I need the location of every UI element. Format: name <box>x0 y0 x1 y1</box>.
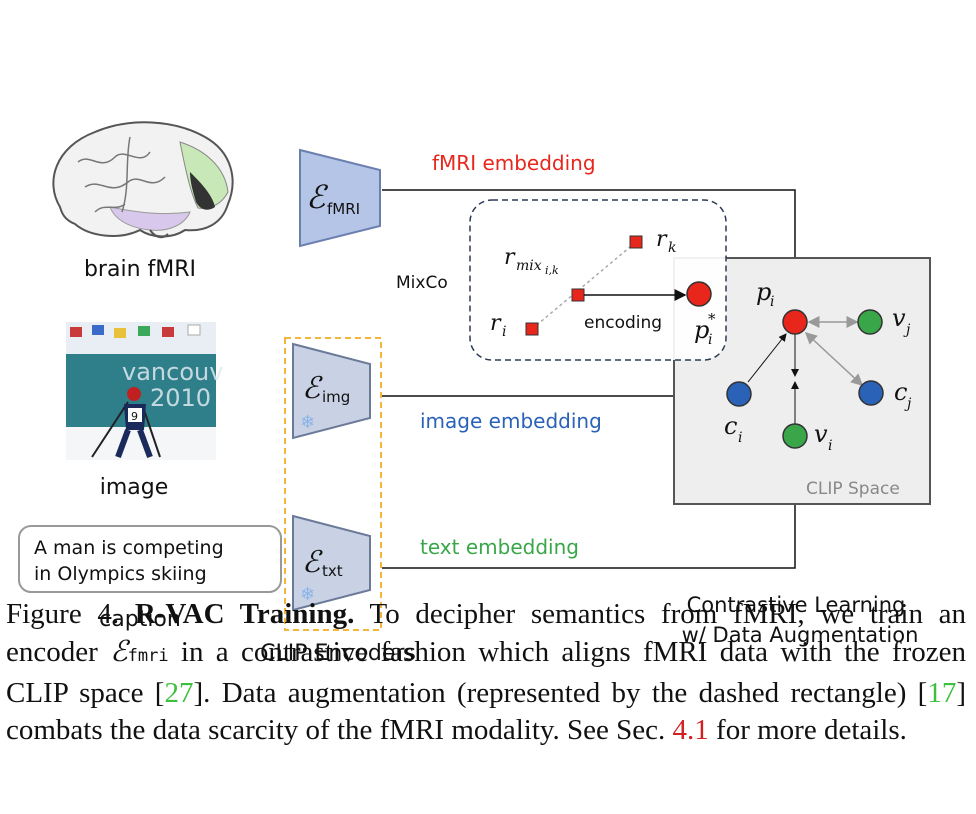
caption-box-line2: in Olympics skiing <box>34 563 207 585</box>
p-i-to-c-j-arrow <box>804 331 864 387</box>
r-i-point <box>525 322 539 336</box>
r-mix-subsub: i,k <box>545 264 559 277</box>
figure-caption-title: R-VAC Training. <box>134 598 355 630</box>
c-j-label: c <box>894 378 907 406</box>
clip-encoders-group <box>284 337 382 631</box>
figure-caption: Figure 4. R-VAC Training. To decipher se… <box>6 596 966 749</box>
figure-caption-enc-sub: fmri <box>127 646 169 666</box>
learning-label-line1: Contrastive Learning <box>687 593 906 617</box>
v-i-node <box>782 423 808 449</box>
v-j-label: v <box>892 304 906 332</box>
caption-box-line1: A man is competing <box>34 537 224 559</box>
fmri-encoder-sub: fMRI <box>327 200 360 218</box>
image-banner-year: 2010 <box>150 384 211 412</box>
p-star-sub: i <box>708 332 712 348</box>
r-mix-sub: mix <box>516 258 542 274</box>
r-i-label: r <box>490 311 502 336</box>
p-star-node <box>686 281 712 307</box>
citation-link-17[interactable]: 17 <box>927 677 957 709</box>
caption-input-box <box>18 525 282 593</box>
figure-caption-text1: To decipher semantics from fMRI, we trai… <box>6 598 967 668</box>
c-i-node <box>726 381 752 407</box>
r-mix-label: r <box>504 245 516 270</box>
clip-encoders-label: CLIP Encoders <box>260 641 416 666</box>
r-k-sub: k <box>668 240 676 256</box>
mixco-interpolation-line <box>531 241 637 330</box>
c-i-to-p-i-arrow <box>747 333 787 383</box>
fmri-embedding-label: fMRI embedding <box>432 151 596 175</box>
r-mix-point <box>571 288 585 302</box>
image-embedding-label: image embedding <box>420 409 602 433</box>
snowflake-icon: ❄ <box>300 412 315 433</box>
c-j-node <box>858 380 884 406</box>
p-star-sup: * <box>708 310 716 328</box>
section-link-4-1[interactable]: 4.1 <box>672 714 709 746</box>
figure-caption-text4: ] combats the data scarcity of the fMRI … <box>6 677 967 746</box>
p-i-sub: i <box>770 294 774 310</box>
brain-label: brain fMRI <box>84 257 196 282</box>
r-k-label: r <box>656 227 668 252</box>
clip-space-label: CLIP Space <box>806 479 900 499</box>
figure-caption-text2: in a contrastive fashion which aligns fM… <box>6 636 966 709</box>
txt-encoder-symbol: ℰ <box>302 545 323 580</box>
figure-caption-text5: for more details. <box>708 714 907 746</box>
fmri-encoder: ℰ fMRI <box>299 148 381 248</box>
c-i-sub: i <box>738 430 742 446</box>
p-i-node <box>782 309 808 335</box>
txt-encoder-sub: txt <box>322 562 343 580</box>
image-encoder: ℰ img ❄ <box>292 342 371 440</box>
c-j-sub: j <box>904 396 912 412</box>
v-j-node <box>857 309 883 335</box>
mixco-label: MixCo <box>396 273 448 293</box>
text-embedding-label: text embedding <box>420 535 579 559</box>
image-bib: 9 <box>131 410 138 423</box>
figure-caption-text3: ]. Data augmentation (represented by the… <box>193 677 928 709</box>
p-i-label: p <box>756 278 771 306</box>
figure-caption-enc-symbol: ℰ <box>110 634 128 668</box>
figure-caption-prefix: Figure 4. <box>6 598 135 630</box>
v-i-label: v <box>814 420 828 448</box>
brain-icon <box>52 121 234 239</box>
mixco-region <box>469 199 727 361</box>
v-i-sub: i <box>828 438 832 454</box>
c-i-label: c <box>724 412 737 440</box>
caption-label: caption <box>99 607 181 632</box>
fmri-encoder-symbol: ℰ <box>306 178 329 216</box>
learning-label-line2: w/ Data Augmentation <box>682 623 919 647</box>
encoding-label: encoding <box>584 313 662 333</box>
p-star-label: p <box>694 316 709 344</box>
snowflake-icon: ❄ <box>300 584 315 605</box>
v-j-sub: j <box>903 322 911 338</box>
image-banner-text: vancouv <box>122 358 223 386</box>
img-encoder-sub: img <box>322 388 350 406</box>
image-label: image <box>100 475 169 500</box>
citation-link-27[interactable]: 27 <box>164 677 194 709</box>
r-i-sub: i <box>502 324 506 340</box>
img-encoder-symbol: ℰ <box>302 371 323 406</box>
r-k-point <box>629 235 643 249</box>
text-encoder: ℰ txt ❄ <box>292 514 371 612</box>
skier-image: vancouv 2010 9 <box>66 322 223 460</box>
